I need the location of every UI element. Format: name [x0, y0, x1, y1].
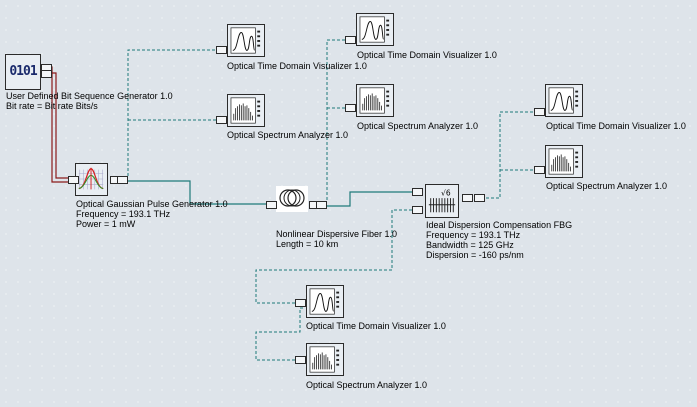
- optical-time-domain-visualizer-3[interactable]: [545, 84, 583, 117]
- optical-spectrum-analyzer-4[interactable]: [306, 343, 344, 376]
- time-domain-scope-icon: [548, 87, 579, 114]
- otdv-1-input-port[interactable]: [216, 46, 227, 54]
- monitor-wire-fiber-to-otdv2[interactable]: [326, 39, 353, 200]
- otdv-3-label: Optical Time Domain Visualizer 1.0: [546, 121, 686, 131]
- optical-gaussian-pulse-generator[interactable]: [75, 163, 108, 196]
- spectrum-analyzer-icon: [359, 87, 390, 114]
- osa-1-label: Optical Spectrum Analyzer 1.0: [227, 130, 349, 140]
- time-domain-scope-icon: [230, 27, 261, 54]
- osa-4-label: Optical Spectrum Analyzer 1.0: [306, 380, 428, 390]
- pulse-generator-label: Optical Gaussian Pulse Generator 1.0 Fre…: [76, 199, 228, 229]
- pulse-generator-output-port-2[interactable]: [117, 176, 128, 184]
- osa-4-input-port[interactable]: [295, 356, 306, 364]
- osa-3-label: Optical Spectrum Analyzer 1.0: [546, 181, 668, 191]
- optical-spectrum-analyzer-1[interactable]: [227, 94, 265, 127]
- monitor-wire-fbg-to-otdv3[interactable]: [486, 111, 542, 199]
- osa-3-input-port[interactable]: [534, 166, 545, 174]
- optical-time-domain-visualizer-1[interactable]: [227, 24, 265, 57]
- otdv-4-input-port[interactable]: [295, 299, 306, 307]
- fiber-output-port-2[interactable]: [316, 201, 327, 209]
- optical-wire-fiber-to-fbg[interactable]: [327, 191, 412, 207]
- time-domain-scope-icon: [359, 16, 390, 43]
- fiber-input-port[interactable]: [266, 201, 277, 209]
- optical-wire-pulse-to-fiber[interactable]: [128, 180, 268, 205]
- fiber-label: Nonlinear Dispersive Fiber 1.0 Length = …: [276, 229, 398, 249]
- otdv-2-input-port[interactable]: [345, 36, 356, 44]
- spectrum-analyzer-icon: [309, 346, 340, 373]
- otdv-4-label: Optical Time Domain Visualizer 1.0: [306, 321, 446, 331]
- fiber-spool-icon: [276, 186, 308, 212]
- fbg-reflect-port[interactable]: [412, 206, 423, 214]
- osa-2-input-port[interactable]: [345, 104, 356, 112]
- bit-generator-label: User Defined Bit Sequence Generator 1.0 …: [6, 91, 173, 111]
- fbg-output-port-2[interactable]: [474, 194, 485, 202]
- otdv-1-label: Optical Time Domain Visualizer 1.0: [227, 61, 367, 71]
- nonlinear-dispersive-fiber[interactable]: [276, 186, 308, 212]
- electrical-wire-2[interactable]: [43, 72, 69, 179]
- fbg-grating-icon: √6: [428, 188, 456, 213]
- fbg-label: Ideal Dispersion Compensation FBG Freque…: [426, 220, 573, 260]
- optical-spectrum-analyzer-2[interactable]: [356, 84, 394, 117]
- gaussian-pulse-icon: [78, 167, 104, 190]
- bit-sequence-generator[interactable]: 0101: [5, 54, 41, 90]
- spectrum-analyzer-icon: [548, 148, 579, 175]
- otdv-2-label: Optical Time Domain Visualizer 1.0: [357, 50, 497, 60]
- optical-time-domain-visualizer-2[interactable]: [356, 13, 394, 46]
- bit-generator-output-port-2[interactable]: [41, 70, 52, 78]
- otdv-3-input-port[interactable]: [534, 108, 545, 116]
- fbg-output-port[interactable]: [462, 194, 473, 202]
- bit-sequence-display: 0101: [9, 64, 37, 79]
- monitor-wire-pulse-to-otdv1[interactable]: [127, 49, 224, 176]
- spectrum-analyzer-icon: [230, 97, 261, 124]
- osa-1-input-port[interactable]: [216, 116, 227, 124]
- optical-spectrum-analyzer-3[interactable]: [545, 145, 583, 178]
- optical-time-domain-visualizer-4[interactable]: [306, 285, 344, 318]
- svg-text:√6: √6: [441, 188, 451, 197]
- pulse-generator-input-port[interactable]: [68, 176, 79, 184]
- monitor-wire-fbg-to-otdv4[interactable]: [255, 209, 412, 304]
- osa-2-label: Optical Spectrum Analyzer 1.0: [357, 121, 479, 131]
- fbg-input-port[interactable]: [412, 188, 423, 196]
- time-domain-scope-icon: [309, 288, 340, 315]
- monitor-wire-fbg-to-osa4[interactable]: [255, 307, 303, 361]
- ideal-dispersion-compensation-fbg[interactable]: √6: [425, 184, 459, 218]
